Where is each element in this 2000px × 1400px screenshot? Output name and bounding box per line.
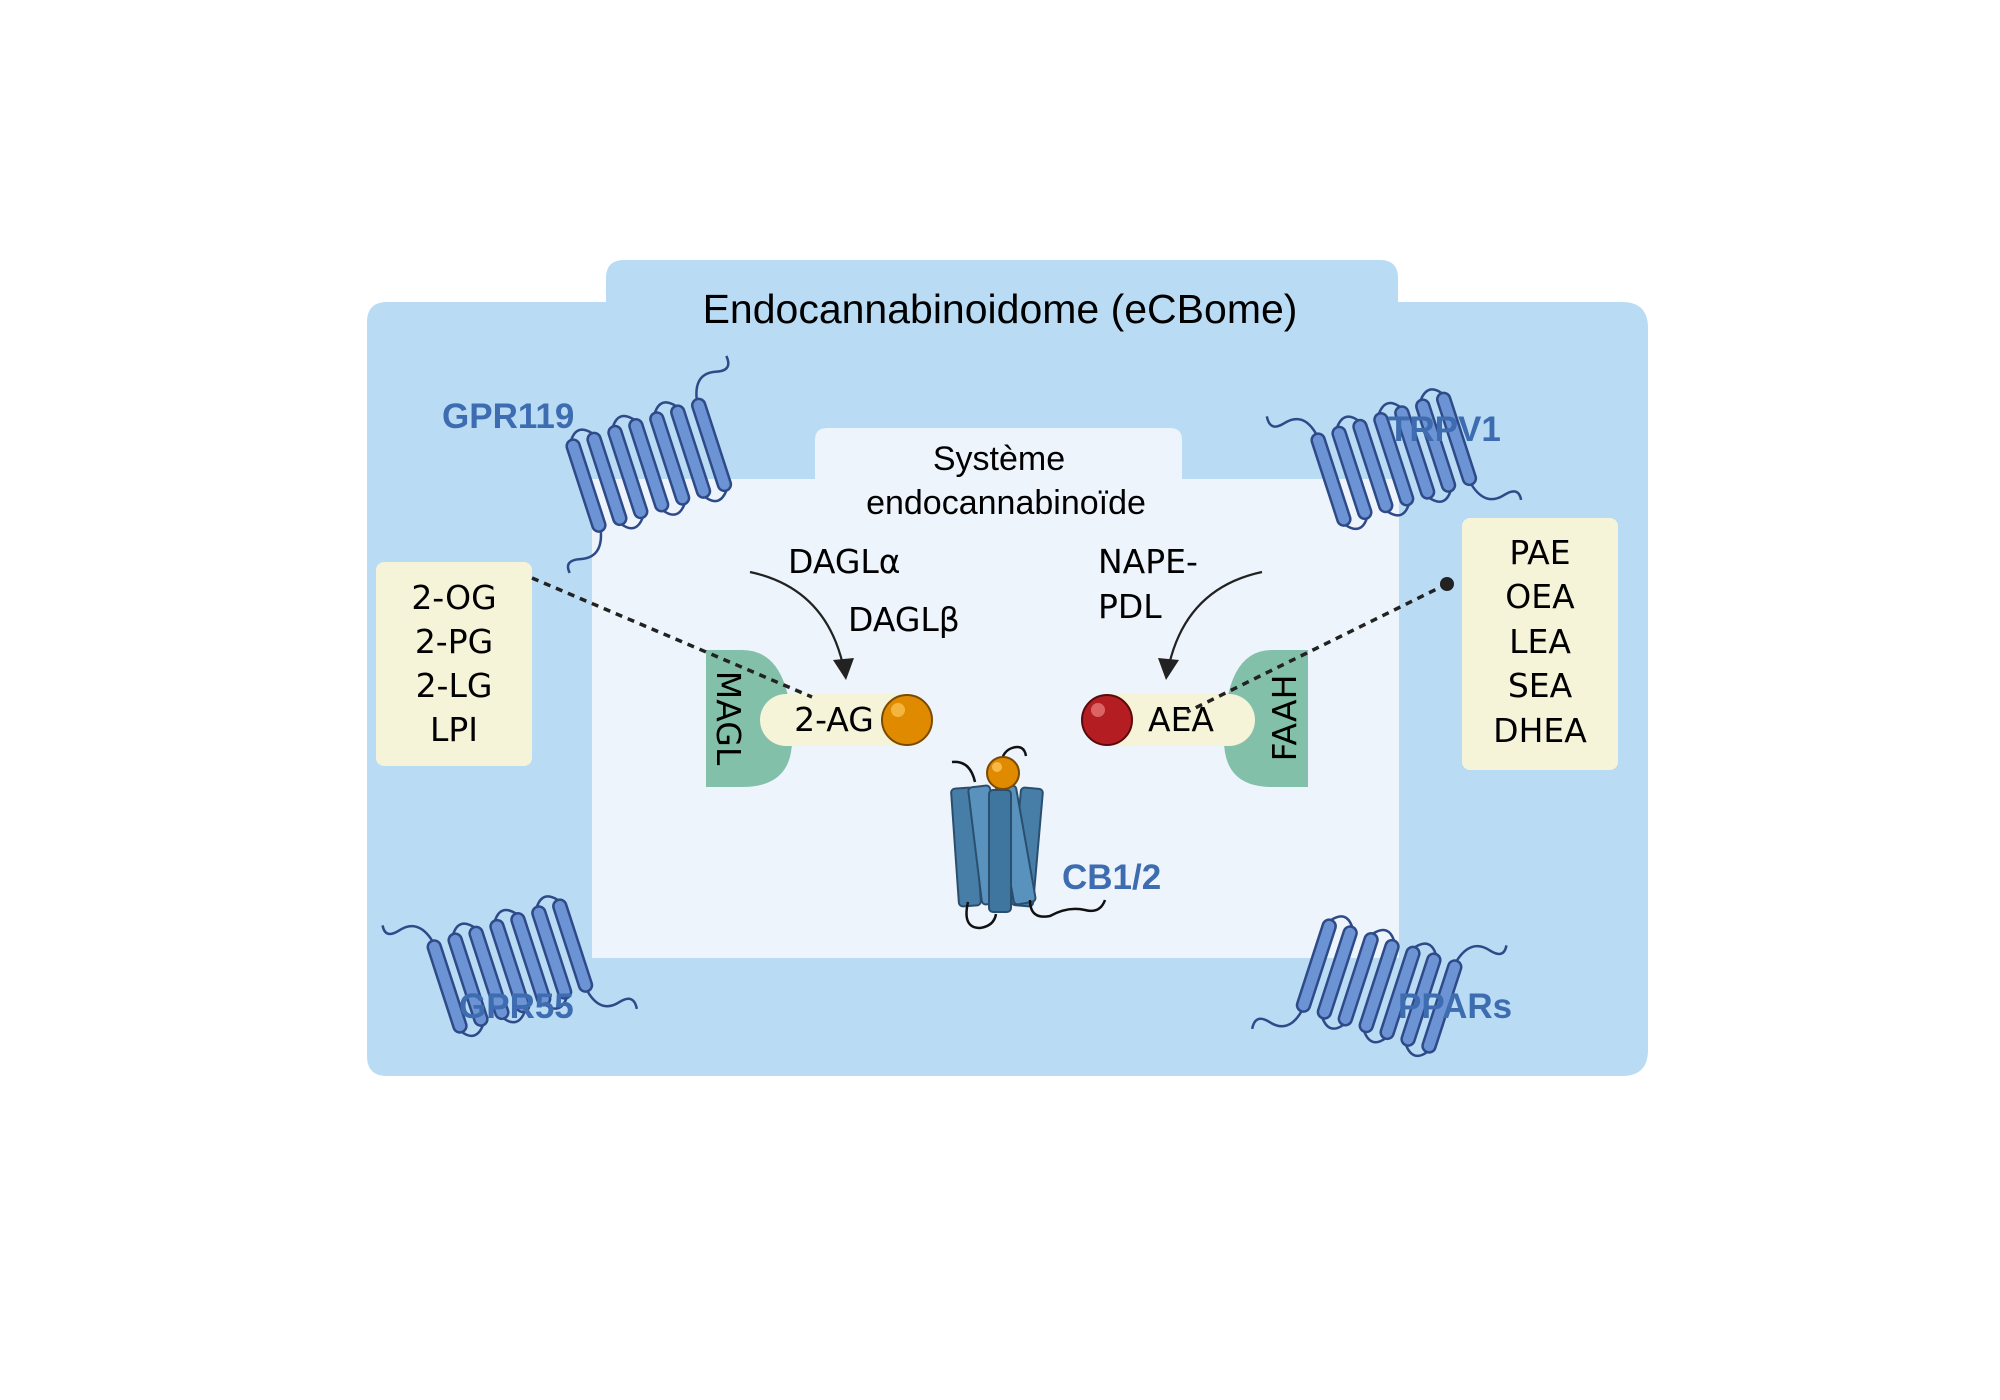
right-link-endpoint [1440,577,1454,591]
right-ligand-1: PAE [1509,533,1570,572]
right-ligand-5: DHEA [1493,711,1587,750]
two-ag-molecule-icon [881,694,933,746]
right-ligand-2: OEA [1505,577,1575,616]
cb12-label: CB1/2 [1062,858,1161,897]
right-ligand-box [1462,518,1618,770]
ecs-panel [592,428,1399,958]
dagl-arrow [749,570,845,666]
magl-label: MAGL [709,671,748,766]
trpv1-label: TRPV1 [1388,410,1501,449]
nape-label-line2: PDL [1098,587,1162,626]
ecs-title-line2: endocannabinoïde [866,484,1146,522]
gpr55-label: GPR55 [459,987,574,1026]
aea-molecule-icon [1081,694,1133,746]
ecbome-title: Endocannabinoidome (eCBome) [703,286,1298,332]
left-ligand-2: 2-PG [415,622,493,661]
cb12-receptor-icon [950,745,1107,930]
left-ligand-box [376,562,532,766]
gpr119-label: GPR119 [442,397,574,436]
ecs-title-line1: Système [933,440,1065,478]
right-ligand-4: SEA [1508,666,1573,705]
left-ligand-1: 2-OG [411,578,496,617]
dagl-alpha-label: DAGLα [788,542,901,581]
nape-arrow [1167,570,1263,666]
magl-enzyme-shape [706,650,792,787]
right-dotted-link [1186,582,1448,714]
left-dotted-link [531,576,813,699]
left-ligand-4: LPI [430,710,478,749]
nape-label-line1: NAPE- [1098,542,1198,581]
two-ag-label: 2-AG [794,700,874,739]
faah-label: FAAH [1265,675,1304,762]
aea-label: AEA [1148,700,1214,739]
right-ligand-3: LEA [1509,622,1571,661]
left-ligand-3: 2-LG [416,666,493,705]
dagl-beta-label: DAGLβ [848,600,960,639]
ppars-label: PPARs [1398,987,1512,1026]
